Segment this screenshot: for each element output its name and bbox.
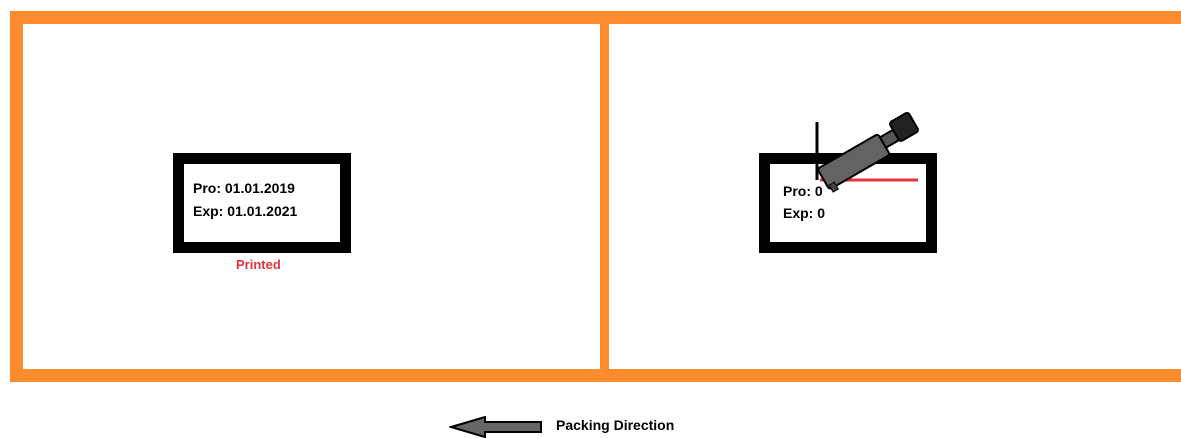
expiry-date-label: Exp: 0	[783, 205, 825, 221]
production-date-label: Pro: 01.01.2019	[193, 180, 295, 196]
packing-direction-label: Packing Direction	[556, 417, 674, 433]
expiry-date-label: Exp: 01.01.2021	[193, 203, 297, 219]
printed-status-label: Printed	[236, 257, 281, 272]
left-arrow-icon	[449, 416, 543, 438]
print-head-icon	[800, 100, 940, 190]
